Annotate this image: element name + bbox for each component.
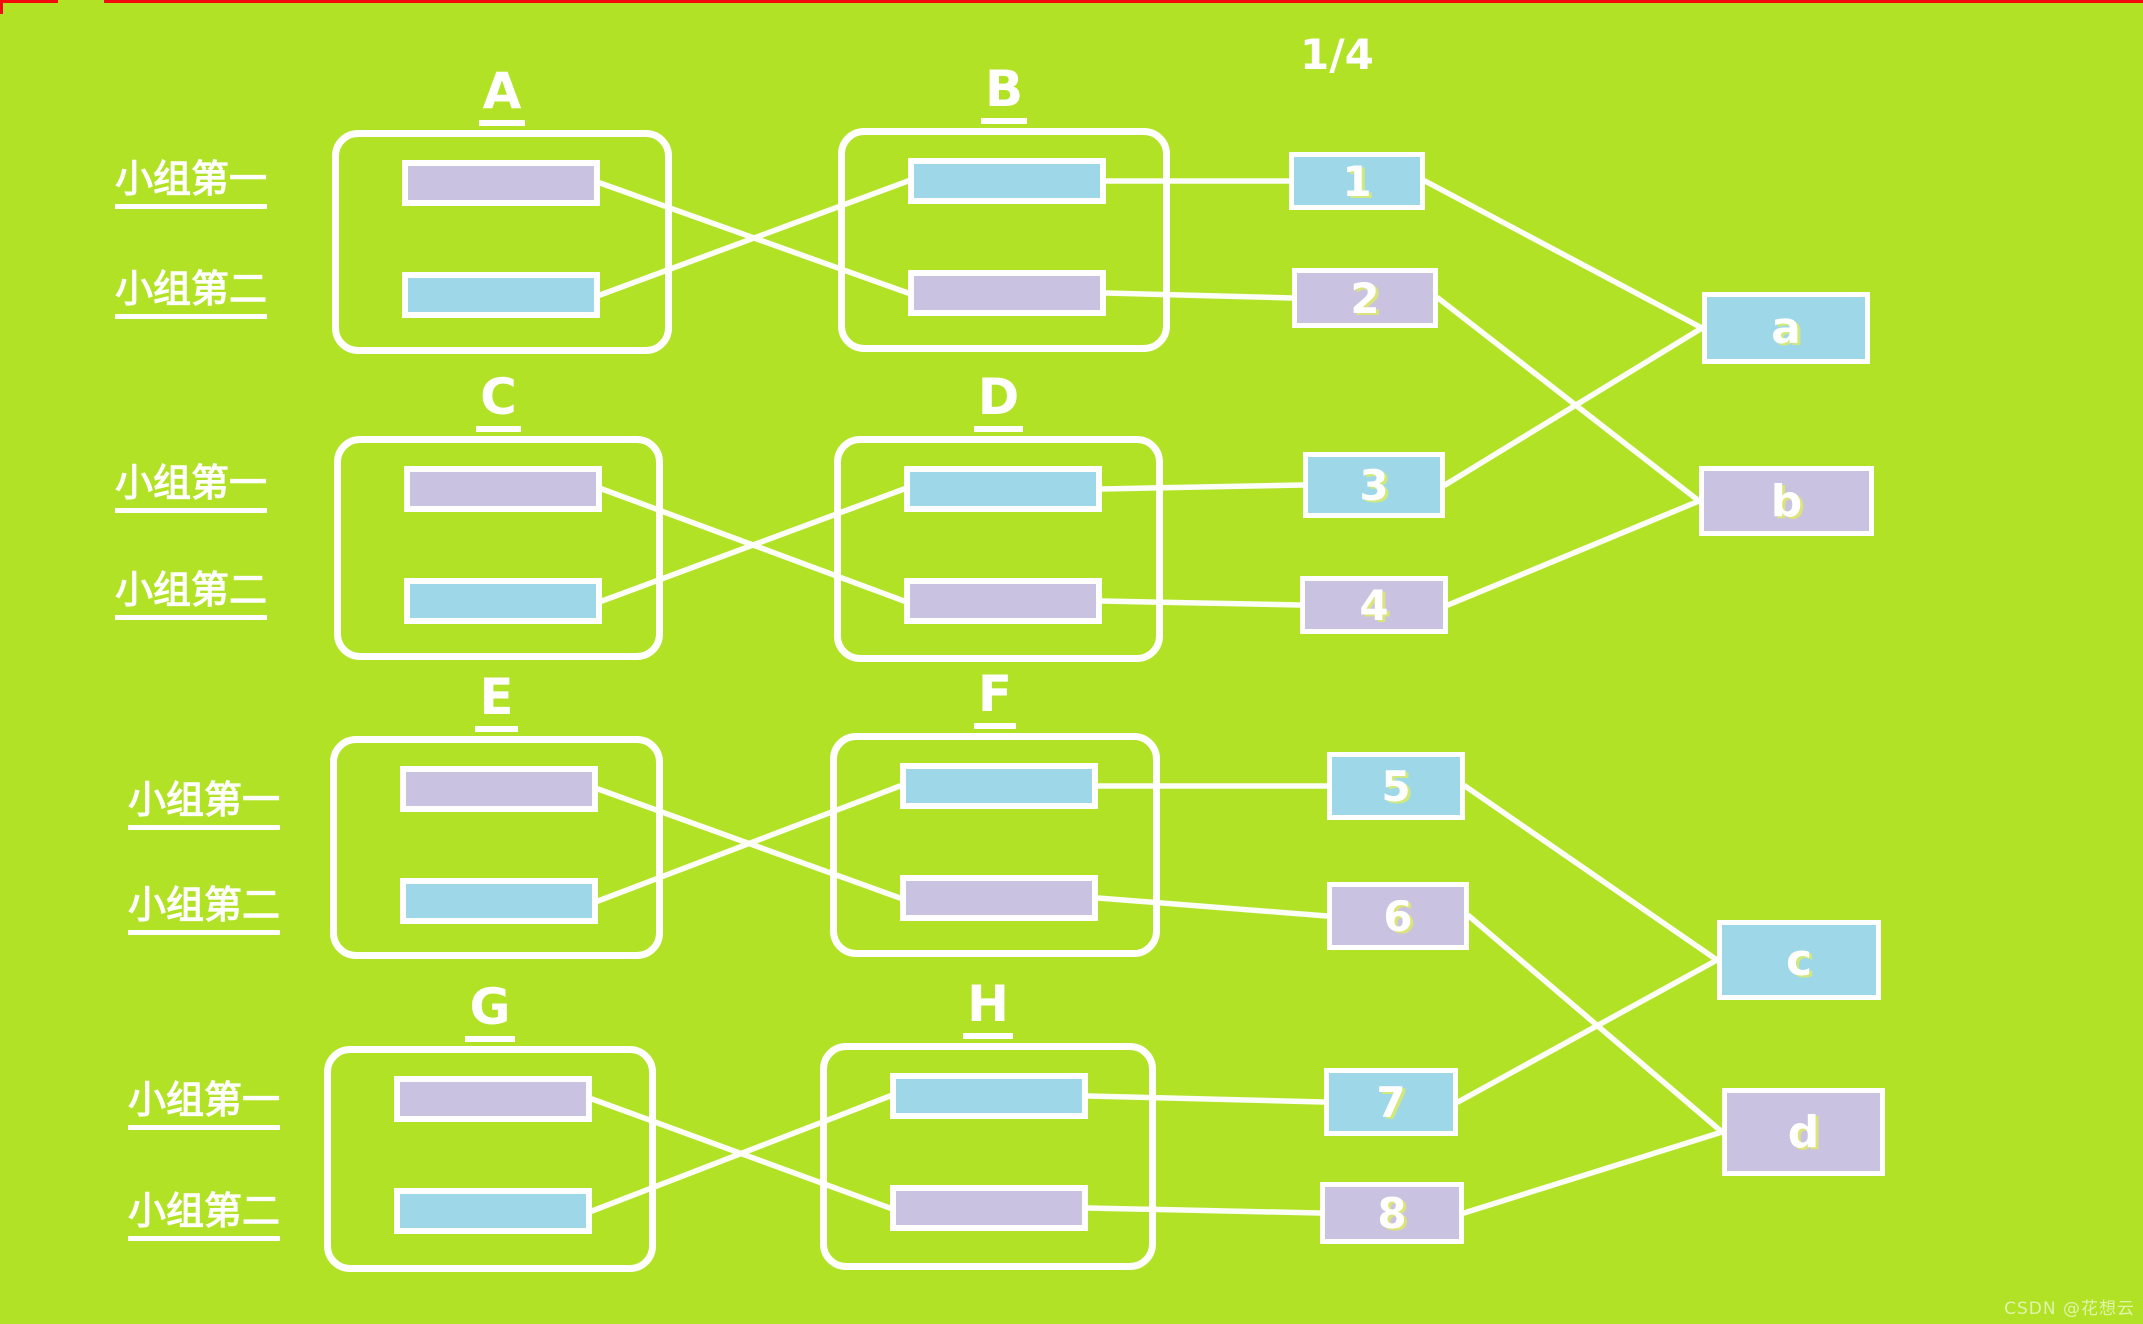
red-border-artifact <box>0 0 58 3</box>
row-label-first-1: 小组第一 <box>115 160 268 209</box>
group-box-E <box>330 736 663 959</box>
row-label-text: 小组第一 <box>115 160 268 209</box>
connector-1-to-a <box>1422 178 1705 331</box>
slot-D-top <box>904 466 1102 512</box>
row-label-first-3: 小组第一 <box>128 781 281 830</box>
quarter-box-4: 4 <box>1300 576 1448 634</box>
group-letter-text: E <box>475 672 518 732</box>
row-label-second-4: 小组第二 <box>128 1192 281 1241</box>
quarter-box-7: 7 <box>1324 1068 1458 1136</box>
connector-6-to-d <box>1466 913 1725 1135</box>
slot-E-top <box>400 766 598 812</box>
group-box-C <box>334 436 663 660</box>
slot-G-top <box>394 1076 592 1122</box>
connector-5-to-c <box>1462 783 1720 963</box>
semi-box-d: d <box>1722 1088 1885 1176</box>
slot-H-bottom <box>890 1185 1088 1231</box>
row-label-text: 小组第二 <box>128 1192 281 1241</box>
watermark: CSDN @花想云 <box>2004 1299 2135 1319</box>
group-box-B <box>838 128 1170 352</box>
group-letter-text: A <box>478 66 526 126</box>
quarter-box-3: 3 <box>1303 452 1445 518</box>
group-box-H <box>820 1043 1156 1270</box>
row-label-second-2: 小组第二 <box>115 571 268 620</box>
semi-box-a: a <box>1702 292 1870 364</box>
row-label-text: 小组第一 <box>128 781 281 830</box>
slot-A-bottom <box>402 272 600 318</box>
connector-D.top-to-3 <box>1099 482 1306 492</box>
group-letter-G: G <box>324 982 656 1042</box>
group-letter-H: H <box>820 979 1156 1039</box>
group-letter-E: E <box>330 672 663 732</box>
slot-F-bottom <box>900 875 1098 921</box>
row-label-second-3: 小组第二 <box>128 886 281 935</box>
slot-A-top <box>402 160 600 206</box>
group-letter-text: F <box>973 669 1017 729</box>
group-letter-text: G <box>465 982 515 1042</box>
row-label-text: 小组第二 <box>128 886 281 935</box>
connector-4-to-b <box>1445 498 1702 608</box>
slot-F-top <box>900 763 1098 809</box>
slot-H-top <box>890 1073 1088 1119</box>
connector-8-to-d <box>1461 1129 1725 1216</box>
connector-D.bottom-to-4 <box>1099 598 1303 608</box>
row-label-second-1: 小组第二 <box>115 270 268 319</box>
group-box-D <box>834 436 1163 662</box>
group-letter-F: F <box>830 669 1160 729</box>
quarter-box-1: 1 <box>1289 152 1425 210</box>
group-letter-text: H <box>963 979 1013 1039</box>
row-label-first-2: 小组第一 <box>115 464 268 513</box>
slot-G-bottom <box>394 1188 592 1234</box>
connector-2-to-b <box>1435 295 1702 504</box>
slot-C-bottom <box>404 578 602 624</box>
connector-H.bottom-to-8 <box>1085 1205 1323 1216</box>
group-letter-B: B <box>838 64 1170 124</box>
connector-G.bottom-to-H.top <box>589 1093 893 1214</box>
semi-box-b: b <box>1699 466 1874 536</box>
connector-E.bottom-to-F.top <box>595 783 903 904</box>
row-label-text: 小组第一 <box>115 464 268 513</box>
round-label: 1/4 <box>1300 30 1374 79</box>
semi-box-c: c <box>1717 920 1881 1000</box>
group-letter-text: B <box>980 64 1028 124</box>
slot-D-bottom <box>904 578 1102 624</box>
group-letter-A: A <box>332 66 672 126</box>
group-letter-text: D <box>973 372 1024 432</box>
quarter-box-5: 5 <box>1327 752 1465 820</box>
group-box-F <box>830 733 1160 957</box>
slot-B-bottom <box>908 270 1106 316</box>
slot-C-top <box>404 466 602 512</box>
connector-7-to-c <box>1455 957 1720 1105</box>
connector-F.bottom-to-6 <box>1095 895 1330 919</box>
slot-B-top <box>908 158 1106 204</box>
connector-H.top-to-7 <box>1085 1093 1327 1105</box>
group-box-G <box>324 1046 656 1272</box>
quarter-box-8: 8 <box>1320 1182 1464 1244</box>
red-border-artifact <box>104 0 2143 3</box>
connector-A.bottom-to-B.top <box>597 178 911 298</box>
quarter-box-2: 2 <box>1292 268 1438 328</box>
connector-C.bottom-to-D.top <box>599 486 907 604</box>
quarter-box-6: 6 <box>1327 882 1469 950</box>
connector-B.bottom-to-2 <box>1103 290 1295 301</box>
group-letter-C: C <box>334 372 663 432</box>
group-letter-text: C <box>476 372 521 432</box>
red-border-artifact <box>0 0 3 14</box>
group-letter-D: D <box>834 372 1163 432</box>
group-box-A <box>332 130 672 354</box>
row-label-first-4: 小组第一 <box>128 1081 281 1130</box>
slot-E-bottom <box>400 878 598 924</box>
row-label-text: 小组第二 <box>115 571 268 620</box>
row-label-text: 小组第一 <box>128 1081 281 1130</box>
row-label-text: 小组第二 <box>115 270 268 319</box>
